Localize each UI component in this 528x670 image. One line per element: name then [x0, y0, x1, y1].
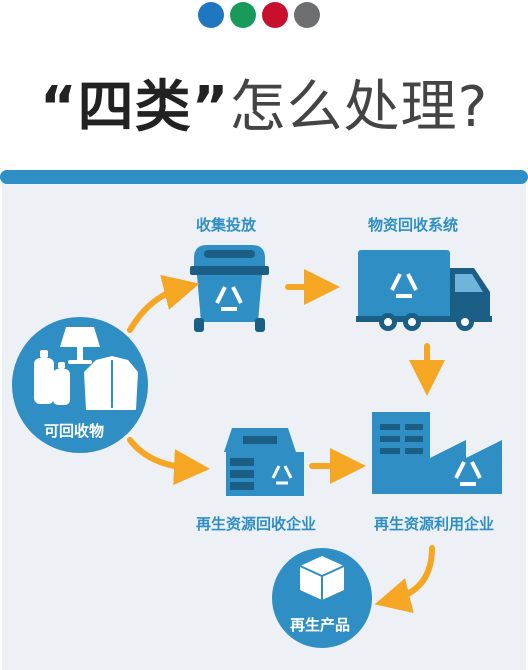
- label-product: 再生产品: [290, 616, 351, 634]
- header-bar: [0, 170, 528, 184]
- product-node: [272, 548, 372, 648]
- arrow-source-to-bin: [127, 274, 200, 333]
- flow-arrows: [127, 269, 445, 614]
- label-reuse-company: 再生资源利用企业: [374, 515, 495, 533]
- truck-node: [356, 250, 492, 331]
- recycle-bin-node: [190, 245, 269, 332]
- dot-green: [230, 2, 256, 28]
- arrow-source-to-recycler: [127, 437, 210, 486]
- reuse-company-node: [372, 412, 502, 494]
- title-emphasis: 四类: [77, 75, 192, 140]
- color-dots: [198, 2, 320, 28]
- dot-red: [262, 2, 288, 28]
- label-recycle-company: 再生资源回收企业: [196, 515, 317, 533]
- title-quote-close: ”: [191, 75, 230, 140]
- dot-blue: [198, 2, 224, 28]
- title-quote-open: “: [39, 75, 78, 140]
- label-collect: 收集投放: [196, 216, 257, 234]
- recycle-icon: [390, 273, 418, 298]
- jacket-icon: [84, 356, 138, 410]
- recycle-icon: [215, 286, 243, 311]
- page-title: “四类”怎么处理?: [0, 62, 528, 143]
- recyclables-node: [12, 317, 148, 453]
- bottle-icon: [34, 350, 70, 405]
- title-rest: 怎么处理?: [229, 75, 489, 140]
- recycle-icon: [454, 461, 482, 486]
- recycling-company-node: [224, 428, 304, 496]
- dot-gray: [294, 2, 320, 28]
- arrow-reuse-to-product: [374, 545, 435, 614]
- label-transport: 物资回收系统: [368, 216, 459, 234]
- box-icon: [299, 556, 345, 600]
- recycle-icon: [271, 465, 293, 485]
- label-source: 可回收物: [44, 422, 105, 440]
- lamp-icon: [60, 327, 100, 364]
